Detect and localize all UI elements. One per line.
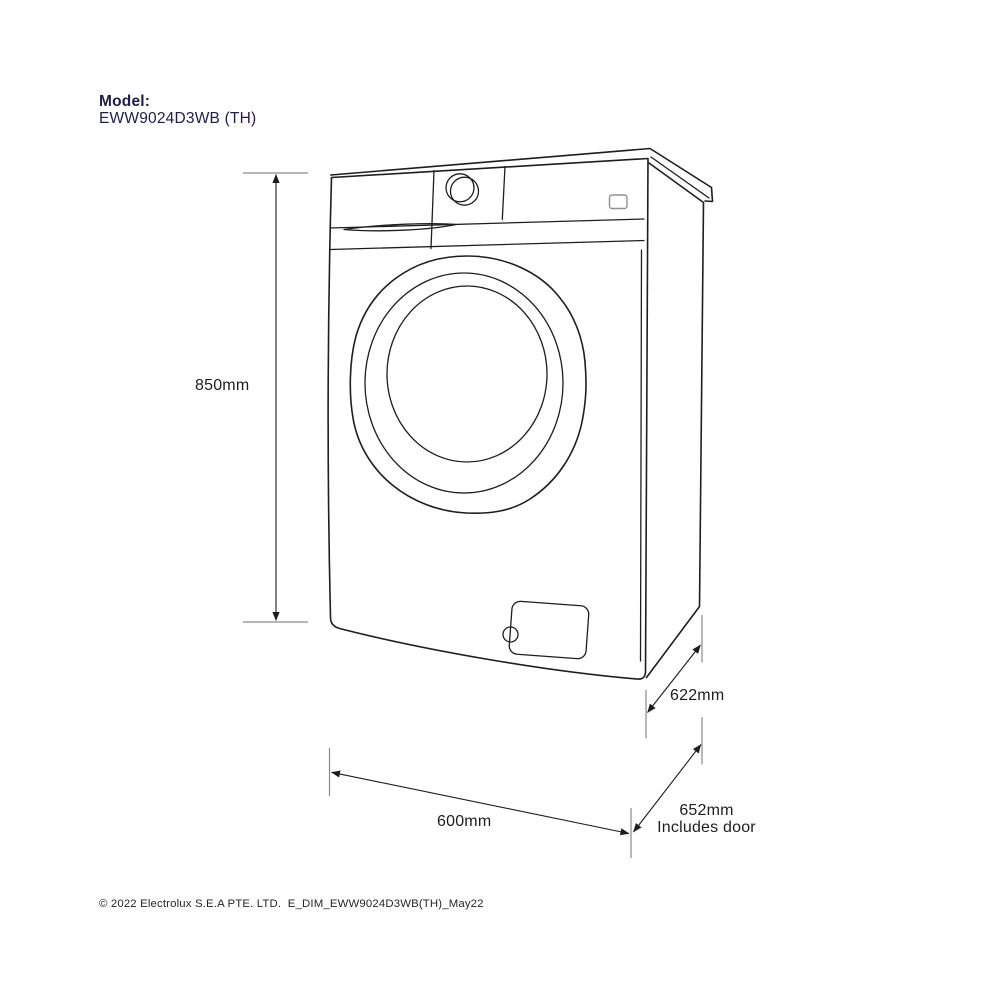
front-side-seam xyxy=(639,249,643,662)
depth-dimension-label: 622mm xyxy=(670,687,725,704)
program-knob-icon xyxy=(445,173,475,203)
depth-with-door-note: Includes door xyxy=(657,819,756,836)
detergent-drawer-handle xyxy=(343,223,457,232)
dimension-width xyxy=(328,748,632,858)
panel-divider-right xyxy=(501,165,506,220)
model-block: Model: EWW9024D3WB (TH) xyxy=(99,93,256,127)
depth-with-door-dimension-label: 652mm Includes door xyxy=(649,802,764,836)
copyright-note: © 2022 Electrolux S.E.A PTE. LTD. E_DIM_… xyxy=(99,898,484,910)
height-dimension-label: 850mm xyxy=(195,377,250,394)
washer-top-lid-edge xyxy=(650,156,710,199)
depth-door-arrow xyxy=(633,744,702,833)
door-outer-ring-icon xyxy=(349,255,587,515)
depth-with-door-value: 652mm xyxy=(679,802,734,819)
top-band-bottom-line xyxy=(329,239,645,251)
washer-top-lid xyxy=(330,147,714,203)
depth-arrow xyxy=(647,644,701,713)
dimension-depth-with-door xyxy=(633,717,703,833)
washer-front-panel xyxy=(327,157,649,680)
door-middle-ring xyxy=(364,272,564,494)
dimension-height xyxy=(243,172,308,623)
control-panel-bottom-line xyxy=(329,218,645,229)
program-knob-shadow xyxy=(449,176,480,206)
model-number: EWW9024D3WB (TH) xyxy=(99,110,257,127)
display-button xyxy=(608,194,628,210)
washer-side-panel xyxy=(645,162,705,679)
dimension-depth xyxy=(645,615,703,739)
model-label: Model: xyxy=(99,93,151,110)
width-dimension-label: 600mm xyxy=(437,813,492,830)
washing-machine-illustration xyxy=(327,147,714,680)
width-arrow xyxy=(331,770,630,836)
door-glass xyxy=(386,285,548,463)
service-panel xyxy=(508,600,590,660)
panel-divider-left xyxy=(430,169,435,250)
